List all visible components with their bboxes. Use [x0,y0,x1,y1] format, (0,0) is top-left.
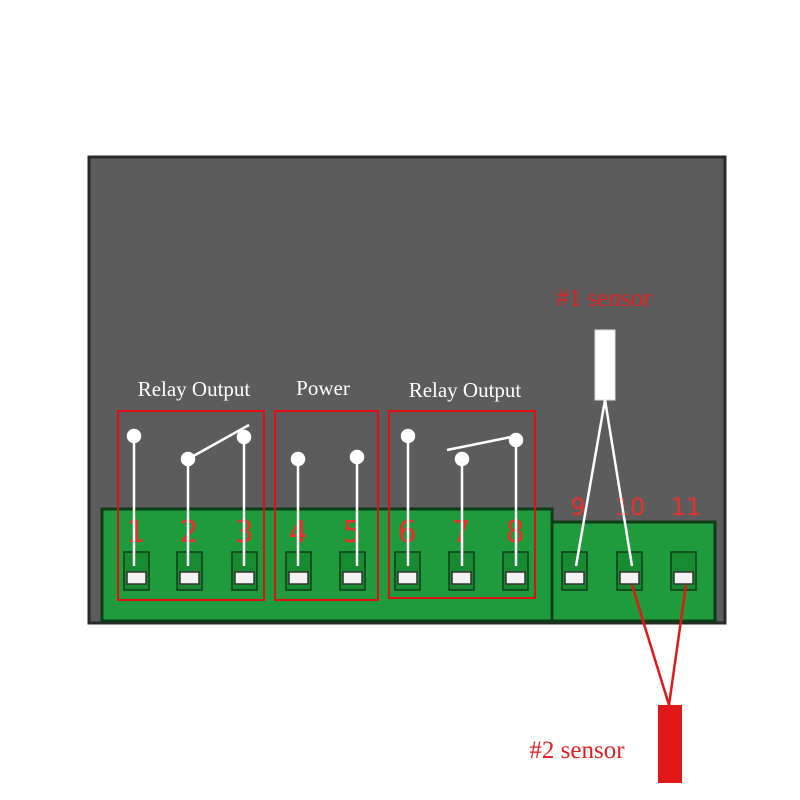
terminal-number-5: 5 [342,515,361,550]
sensor1-probe [594,329,616,401]
power-label: Power [296,376,350,400]
terminal-number-1: 1 [126,515,145,550]
terminal-block-main [100,507,554,623]
screw-terminal-2 [176,551,203,591]
terminal-number-10: 10 [615,493,646,521]
screw-terminal-1 [123,551,150,591]
screw-terminal-11 [670,551,697,591]
power-symbol [290,449,365,566]
relay-output-left-symbol [126,423,252,566]
relay-output-right-box [388,410,536,599]
sensor1-wires [574,399,634,567]
relay-output-left-label: Relay Output [138,377,251,401]
screw-terminals [123,551,697,591]
sensor2-label: #2 sensor [529,737,625,764]
sensor2-wires [630,584,688,706]
relay-output-left-box [117,410,265,601]
screw-terminal-4 [285,551,312,591]
power-box [274,410,379,601]
terminal-numbers-sensor: 9 10 11 [570,493,701,521]
relay-output-right-symbol [400,428,524,566]
relay-output-right-label: Relay Output [409,378,522,402]
sensor2-probe [658,705,682,783]
terminal-number-11: 11 [671,493,702,521]
screw-terminal-9 [561,551,588,591]
terminal-number-9: 9 [570,493,585,521]
screw-terminal-5 [339,551,366,591]
sensor1-label: #1 sensor [556,285,652,312]
